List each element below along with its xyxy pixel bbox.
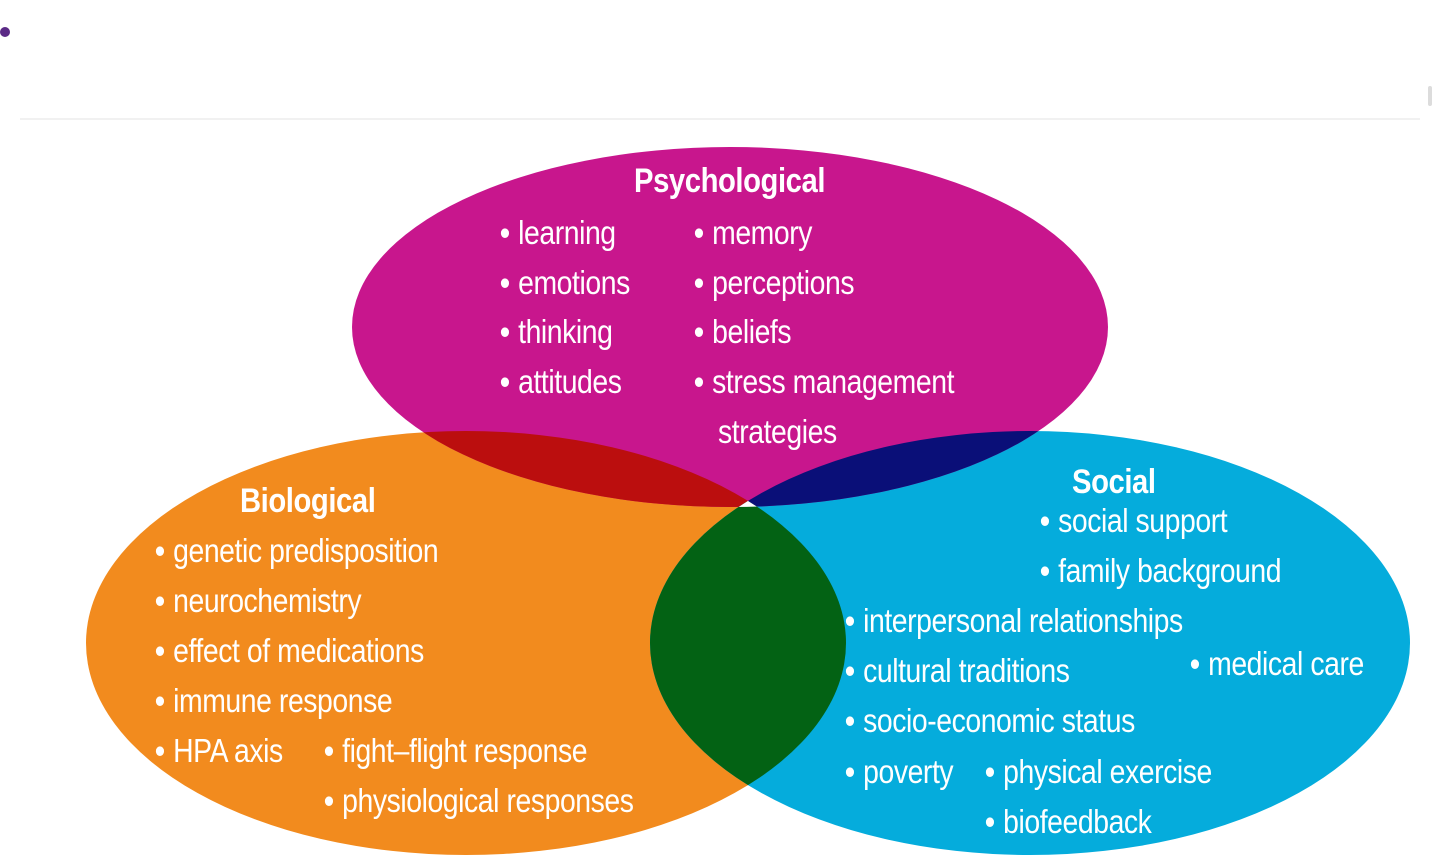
social-item-biofeedback: •biofeedback [985, 803, 1152, 840]
social-item-medical-care: •medical care [1190, 645, 1364, 682]
psych-item-memory: •memory [694, 214, 813, 251]
psych-item-learning: •learning [500, 214, 616, 251]
psych-item-attitudes: •attitudes [500, 363, 622, 400]
psych-item-stress-management: •stress management [694, 363, 955, 400]
social-item-social-support: •social support [1040, 502, 1228, 539]
social-title: Social [1072, 463, 1156, 501]
bio-item-hpa-axis: •HPA axis [155, 732, 283, 769]
social-item-physical-exercise: •physical exercise [985, 753, 1212, 790]
social-item-poverty: •poverty [845, 753, 954, 790]
psych-item-strategies: strategies [718, 413, 837, 450]
psych-item-thinking: •thinking [500, 313, 613, 350]
psych-item-emotions: •emotions [500, 264, 630, 301]
divider-line [20, 118, 1420, 120]
social-item-cultural-traditions: •cultural traditions [845, 652, 1070, 689]
psych-item-beliefs: •beliefs [694, 313, 792, 350]
bio-item-fight-flight-response: •fight–flight response [324, 732, 588, 769]
social-item-family-background: •family background [1040, 552, 1282, 589]
social-item-socio-economic-status: •socio-economic status [845, 702, 1135, 739]
biological-title: Biological [240, 482, 376, 520]
bullet-dot [0, 27, 10, 37]
scroll-tick [1428, 86, 1432, 106]
social-circle [650, 431, 1410, 855]
social-item-interpersonal-relationships: •interpersonal relationships [845, 602, 1183, 639]
biological-circle [86, 431, 846, 855]
bio-item-effect-of-medications: •effect of medications [155, 632, 424, 669]
bio-item-neurochemistry: •neurochemistry [155, 582, 362, 619]
psychological-circle [352, 147, 1108, 507]
psych-item-perceptions: •perceptions [694, 264, 855, 301]
psychological-title: Psychological [634, 162, 826, 200]
bio-item-genetic-predisposition: •genetic predisposition [155, 532, 439, 569]
bio-item-physiological-responses: •physiological responses [324, 782, 634, 819]
bio-item-immune-response: •immune response [155, 682, 393, 719]
